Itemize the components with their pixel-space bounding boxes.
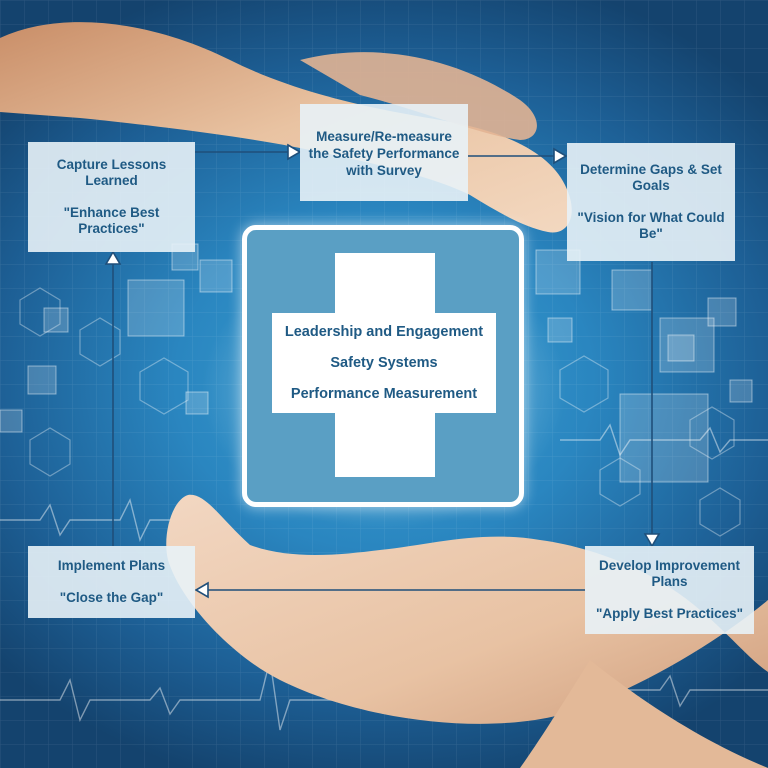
center-focus-list: Leadership and Engagement Safety Systems… (272, 313, 496, 413)
step-quote: "Vision for What Could Be" (577, 210, 725, 241)
step-title: Develop Improvement Plans (598, 558, 741, 589)
arrow-head-down (643, 533, 661, 548)
step-quote: "Apply Best Practices" (595, 606, 744, 621)
step-title: Capture Lessons Learned (56, 157, 167, 188)
step-measure: Measure/Re-measure the Safety Performanc… (300, 104, 468, 201)
focus-item-leadership: Leadership and Engagement (284, 324, 484, 341)
step-capture-lessons: Capture Lessons Learned "Enhance Best Pr… (28, 142, 195, 252)
focus-item-safety-systems: Safety Systems (330, 354, 438, 371)
step-title: Determine Gaps & Set Goals (580, 162, 722, 193)
step-develop-plans: Develop Improvement Plans "Apply Best Pr… (585, 546, 754, 634)
arrow-head-right (553, 147, 568, 165)
step-quote: "Enhance Best Practices" (63, 205, 160, 236)
arrow-head-left (194, 581, 209, 599)
arrow-head-up (104, 250, 122, 265)
focus-item-performance: Performance Measurement (290, 385, 478, 402)
step-determine-gaps: Determine Gaps & Set Goals "Vision for W… (567, 143, 735, 261)
step-quote: "Close the Gap" (59, 590, 164, 605)
arrow-head-right (287, 143, 302, 161)
medical-cross-bar (272, 313, 496, 413)
step-title: Implement Plans (57, 558, 166, 573)
step-title: Measure/Re-measure the Safety Performanc… (308, 129, 460, 178)
step-implement-plans: Implement Plans "Close the Gap" (28, 546, 195, 618)
